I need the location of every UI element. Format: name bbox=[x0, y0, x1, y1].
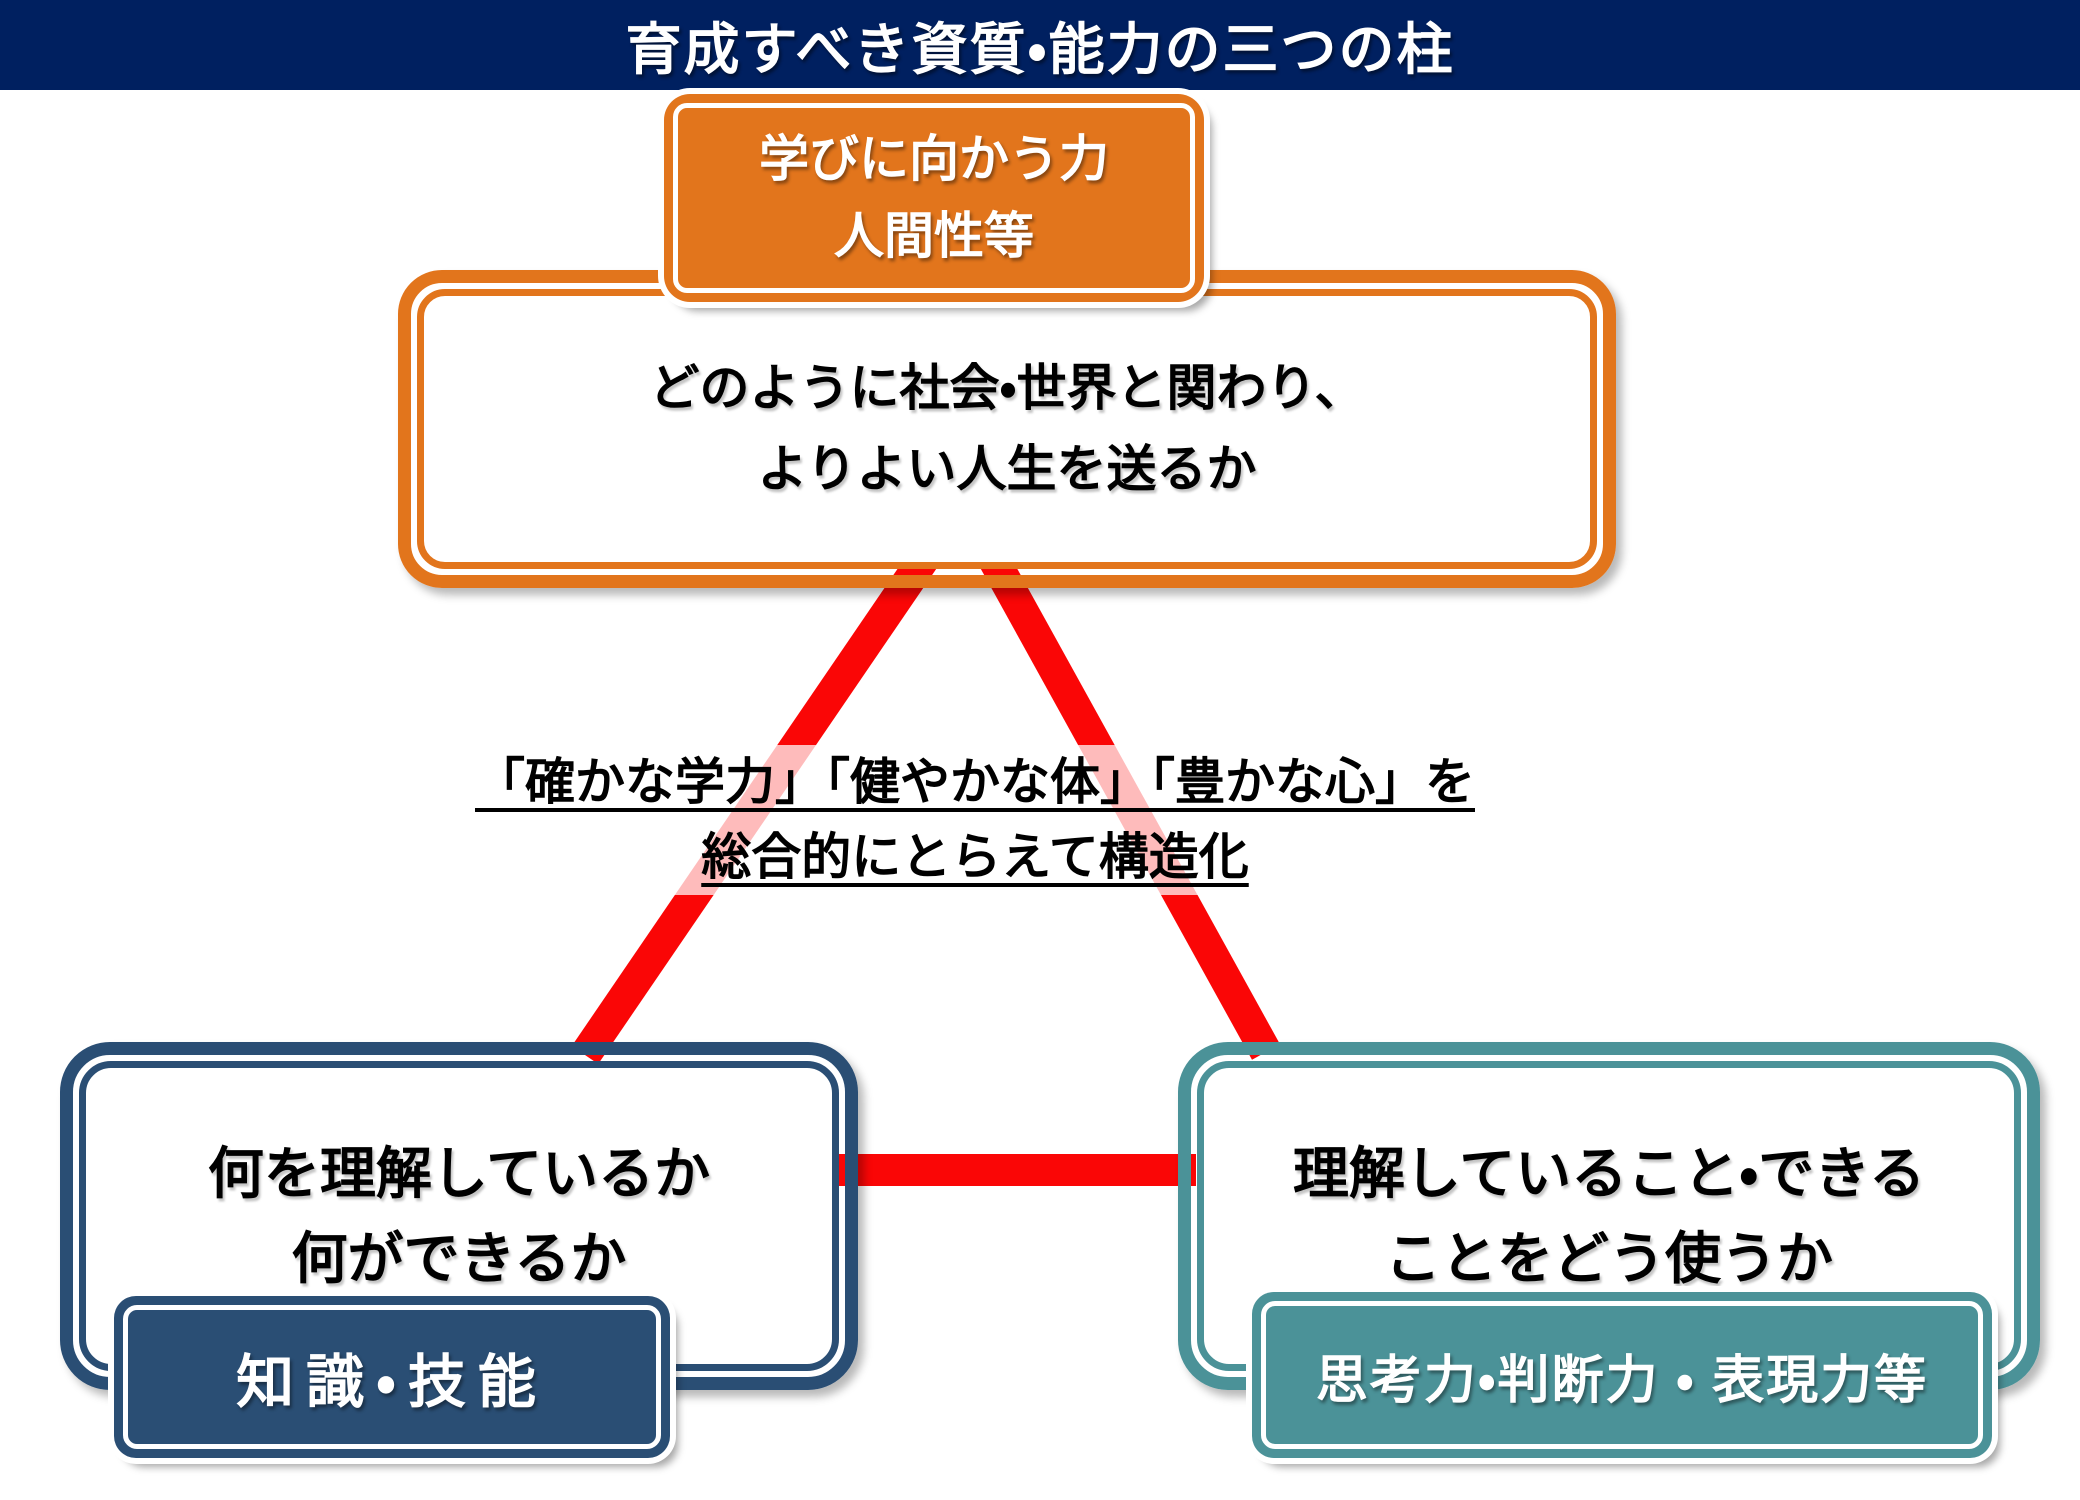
left-pillar-question-line1: 何を理解しているか bbox=[207, 1141, 711, 1205]
top-pillar-badge-line2: 人間性等 bbox=[834, 208, 1034, 264]
left-pillar-badge: 知識・技能 bbox=[114, 1296, 670, 1458]
top-pillar-badge: 学びに向かう力 人間性等 bbox=[664, 94, 1204, 302]
right-pillar-badge-label: 思考力・判断力 ・ 表現力等 bbox=[1315, 1351, 1929, 1410]
left-pillar-question-line2: 何ができるか bbox=[291, 1227, 627, 1290]
top-pillar-badge-line1: 学びに向かう力 bbox=[759, 130, 1109, 187]
right-pillar-question-line2: ことをどう使うか bbox=[1385, 1227, 1833, 1290]
right-pillar-question-text: 理解していること・できる ことをどう使うか bbox=[1211, 1075, 2007, 1357]
right-pillar-badge: 思考力・判断力 ・ 表現力等 bbox=[1252, 1292, 1992, 1458]
left-pillar-badge-label: 知識・技能 bbox=[236, 1350, 548, 1415]
center-note-line1: 「確かな学力」「健やかな体」「豊かな心」を bbox=[475, 754, 1475, 810]
top-pillar-question-box: どのように社会・世界と関わり、 よりよい人生を送るか bbox=[398, 270, 1616, 588]
page-title: 育成すべき資質・能力の三つの柱 bbox=[625, 17, 1455, 81]
top-pillar-question-text: どのように社会・世界と関わり、 よりよい人生を送るか bbox=[431, 303, 1583, 555]
left-pillar-question-text: 何を理解しているか 何ができるか bbox=[93, 1075, 825, 1357]
right-pillar-question-line1: 理解していること・できる bbox=[1292, 1141, 1926, 1205]
title-bar: 育成すべき資質・能力の三つの柱 bbox=[0, 0, 2080, 90]
center-note: 「確かな学力」「健やかな体」「豊かな心」を 総合的にとらえて構造化 bbox=[475, 745, 1475, 895]
top-pillar-question-line2: よりよい人生を送るか bbox=[757, 441, 1257, 497]
center-note-line2: 総合的にとらえて構造化 bbox=[701, 829, 1249, 885]
top-pillar-question-line1: どのように社会・世界と関わり、 bbox=[649, 360, 1365, 416]
